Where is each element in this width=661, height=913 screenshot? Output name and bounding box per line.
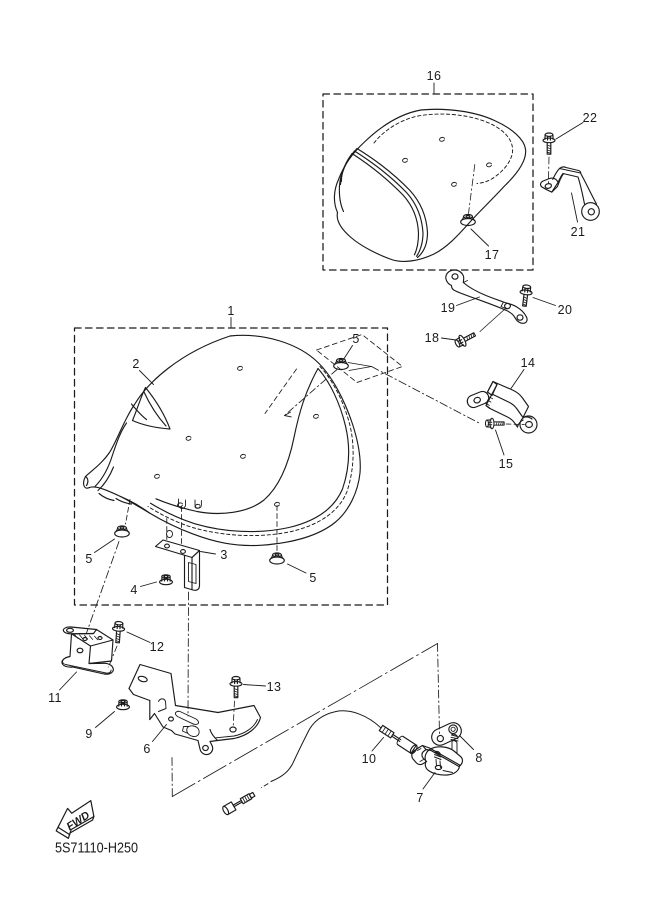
part-20-bolt: [517, 283, 534, 308]
part-7-latch: [411, 733, 464, 776]
leader-lines: [59, 82, 584, 790]
callout-17: 17: [485, 248, 500, 262]
assembly-line-3-6: [187, 591, 189, 717]
callout-4: 4: [130, 583, 137, 597]
assembly-line-5b-up: [125, 499, 131, 525]
part-9-nut: [116, 699, 130, 711]
callout-19: 19: [441, 301, 456, 315]
callout-14: 14: [521, 356, 536, 370]
assembly-line-13: [232, 700, 235, 727]
assembly-line-12: [108, 645, 118, 668]
callout-22: 22: [583, 111, 598, 125]
callout-16: 16: [427, 69, 442, 83]
part-5b-damper: [114, 525, 130, 538]
callout-6: 6: [143, 742, 150, 756]
callout-11: 11: [48, 691, 62, 705]
callout-9: 9: [85, 727, 92, 741]
part-1-main-seat: [83, 334, 361, 547]
callout-3: 3: [220, 548, 227, 562]
assembly-line-5b-down: [86, 541, 120, 634]
part-6-bracket: [128, 663, 262, 756]
part-22-bolt: [542, 132, 556, 155]
assembly-lines-5a: [264, 362, 481, 424]
fwd-arrow: [55, 800, 95, 839]
part-10-cable: [222, 710, 418, 816]
construction-lines: [171, 643, 440, 797]
part-19-bracket: [445, 269, 528, 324]
callout-labels: 16 22 21 17 19 20 18 14 15 1 2 5 5 5 3 4…: [48, 69, 597, 805]
part-8-plate: [431, 722, 462, 746]
assembly-line-17: [468, 164, 476, 214]
group-box-rear-seat: [322, 93, 534, 271]
group-box-main-seat: [73, 327, 389, 606]
callout-12: 12: [150, 640, 165, 654]
callout-18: 18: [425, 331, 440, 345]
callout-15: 15: [499, 457, 514, 471]
callout-5a: 5: [352, 332, 359, 346]
callout-10: 10: [362, 752, 377, 766]
part-21-bracket: [539, 166, 600, 221]
part-12-bolt: [111, 620, 126, 644]
part-14-bracket: [466, 380, 538, 434]
callout-1: 1: [227, 304, 234, 318]
callout-2: 2: [132, 357, 139, 371]
part-16-rear-seat: [333, 108, 527, 262]
part-5c-damper: [269, 552, 285, 565]
part-3-bracket: [154, 539, 201, 591]
part-5a-damper: [333, 357, 349, 371]
assembly-line-18: [479, 308, 506, 332]
callout-20: 20: [558, 303, 573, 317]
assembly-line-3: [166, 506, 182, 545]
callout-5b: 5: [85, 552, 92, 566]
callout-21: 21: [571, 225, 586, 239]
part-13-bolt: [229, 675, 243, 699]
assembly-line-15: [505, 423, 525, 425]
part-4-nut: [159, 574, 173, 586]
part-11-bracket: [61, 626, 114, 675]
callout-8: 8: [475, 751, 482, 765]
callout-13: 13: [267, 680, 282, 694]
drawing-code: 5S71110-H250: [55, 840, 138, 857]
assembly-line-22: [548, 156, 550, 185]
callout-5c: 5: [309, 571, 316, 585]
part-18-bolt: [452, 328, 479, 351]
callout-7: 7: [416, 791, 423, 805]
part-15-bolt: [484, 417, 505, 430]
